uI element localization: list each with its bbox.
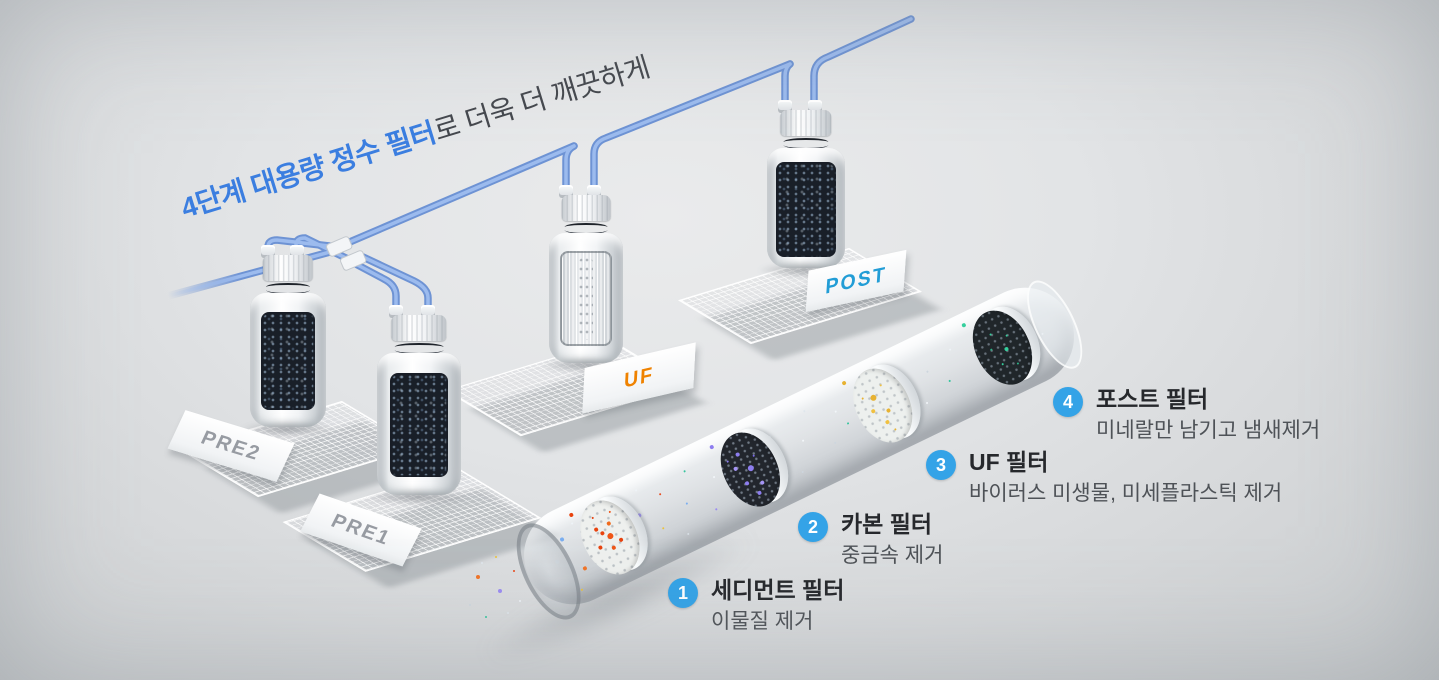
stage-description: 바이러스 미생물, 미세플라스틱 제거 [969,481,1283,505]
stage-description: 중금속 제거 [841,543,944,567]
filter-bottle-pre1 [365,305,473,505]
stage-callout-1: 1 세디먼트 필터 이물질 제거 [668,577,844,636]
stage-callout-4: 4 포스트 필터 미네랄만 남기고 냄새제거 [1053,386,1320,445]
incoming-particles [468,545,472,549]
bottle-cap [391,315,447,341]
tube-port [420,305,435,318]
filter-bottle-pre2 [239,245,337,437]
placard-label-post: POST [824,262,888,299]
tube-port [587,185,602,198]
tube-port [807,100,822,113]
stage-name: 세디먼트 필터 [711,577,845,603]
tube-port [777,100,792,113]
bottle-body [549,233,623,363]
uf-membrane-media [560,251,612,347]
stage-name: UF 필터 [969,449,1049,475]
stage-number-badge: 4 [1053,387,1083,417]
placard-label-pre2: PRE2 [197,426,265,465]
placard-label-pre1: PRE1 [327,509,395,550]
stage-callout-3: 3 UF 필터 바이러스 미생물, 미세플라스틱 제거 [926,449,1282,508]
stage-number-badge: 2 [798,512,828,542]
tube-port [388,305,403,318]
stage-name: 카본 필터 [841,511,933,537]
bottle-shadow [239,421,337,437]
placard-label-uf: UF [623,362,655,393]
tube-t-connectors [326,236,367,271]
stage-callout-2: 2 카본 필터 중금속 제거 [798,511,943,570]
stage-name: 포스트 필터 [1096,386,1209,412]
stage-description: 이물질 제거 [711,609,814,633]
carbon-media [261,311,315,410]
floating-particles [508,531,513,536]
filter-bottle-post [756,100,856,278]
tube-port [289,245,304,258]
stage-number-badge: 1 [668,578,698,608]
bottle-shadow [365,489,473,505]
stage-description: 미네랄만 남기고 냄새제거 [1096,418,1321,442]
carbon-media [775,162,837,258]
bottle-body [250,293,326,427]
bottle-cap [780,110,832,136]
stage-number-badge: 3 [926,450,956,480]
bottle-cap [262,255,314,281]
tube-port [260,245,275,258]
carbon-media [389,372,449,477]
bottle-body [377,353,461,495]
tube-port [559,185,574,198]
filter-bottle-uf [538,185,634,373]
bottle-cap [561,195,611,221]
bottle-body [767,148,845,268]
